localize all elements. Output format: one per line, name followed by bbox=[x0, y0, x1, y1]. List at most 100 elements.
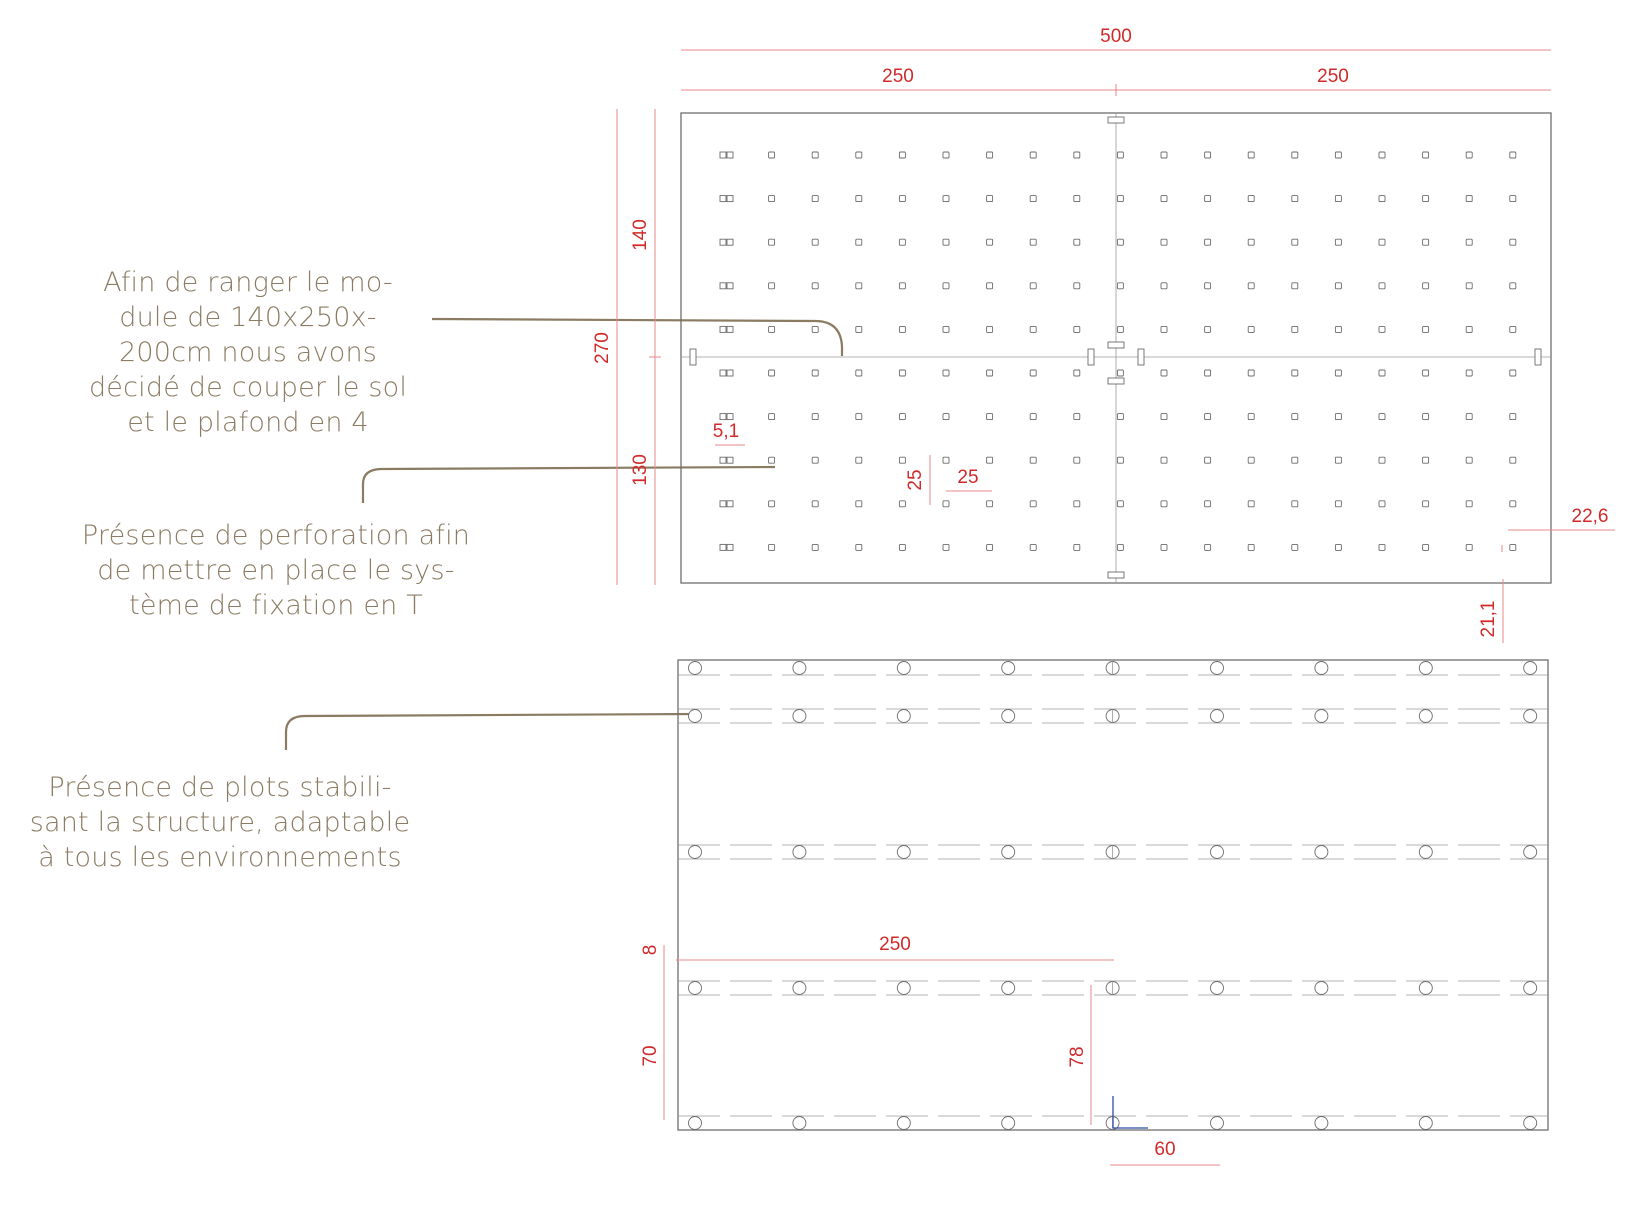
perforation-hole bbox=[811, 151, 819, 159]
perforation-hole bbox=[1465, 543, 1473, 551]
plot-row bbox=[678, 661, 1548, 676]
stabilizing-plot bbox=[1210, 981, 1224, 995]
perforation-hole bbox=[1291, 282, 1299, 290]
perforation-hole bbox=[898, 195, 906, 203]
perforation-hole bbox=[719, 325, 727, 333]
perforation-hole bbox=[1116, 543, 1124, 551]
t-fixation-tab bbox=[1107, 116, 1125, 124]
perforation-hole bbox=[768, 369, 776, 377]
perforation-hole bbox=[719, 543, 727, 551]
perforation-hole bbox=[726, 543, 734, 551]
total-width-label: 500 bbox=[1100, 26, 1132, 47]
stabilizing-plot bbox=[1523, 981, 1538, 995]
perforation-hole bbox=[1334, 543, 1342, 551]
perforation-hole bbox=[1291, 151, 1299, 159]
perforation-hole bbox=[726, 325, 734, 333]
stabilizing-plot bbox=[1001, 981, 1016, 995]
stabilizing-plot bbox=[896, 709, 911, 723]
perforation-hole bbox=[1378, 500, 1386, 508]
perforation-hole bbox=[942, 456, 950, 464]
stabilizing-plot bbox=[1418, 709, 1433, 723]
t-fixation-tab bbox=[1534, 348, 1542, 366]
bottom-dimension-lines bbox=[663, 945, 1220, 1166]
perforation-hole bbox=[898, 151, 906, 159]
perforation-hole bbox=[1029, 413, 1037, 421]
stabilizing-plot bbox=[1210, 709, 1224, 723]
perforation-hole bbox=[719, 369, 727, 377]
perforation-hole bbox=[1291, 369, 1299, 377]
perforation-hole bbox=[1073, 456, 1081, 464]
perforation-hole bbox=[811, 282, 819, 290]
perforation-hole bbox=[986, 543, 994, 551]
perforation-hole bbox=[1204, 456, 1212, 464]
perforation-hole bbox=[898, 413, 906, 421]
perforation-hole bbox=[1247, 325, 1255, 333]
perforation-hole bbox=[1247, 413, 1255, 421]
perforation-hole bbox=[942, 238, 950, 246]
perforation-hole bbox=[1465, 195, 1473, 203]
stabilizing-plot bbox=[1523, 845, 1538, 859]
perforation-hole bbox=[986, 325, 994, 333]
perforation-hole bbox=[1334, 369, 1342, 377]
perforation-hole bbox=[1247, 543, 1255, 551]
perforation-hole bbox=[768, 238, 776, 246]
perforation-hole bbox=[768, 413, 776, 421]
perforation-hole bbox=[986, 456, 994, 464]
perforation-hole bbox=[855, 151, 863, 159]
perforation-hole bbox=[1204, 500, 1212, 508]
perforation-hole bbox=[1378, 282, 1386, 290]
perforation-hole bbox=[1334, 238, 1342, 246]
stabilizing-plot bbox=[792, 1116, 807, 1130]
perforation-hole bbox=[1029, 543, 1037, 551]
perforation-hole bbox=[1116, 413, 1124, 421]
perforation-hole bbox=[811, 413, 819, 421]
perforation-hole bbox=[1378, 238, 1386, 246]
perforation-hole bbox=[726, 413, 734, 421]
bottom-half-width-label: 250 bbox=[879, 934, 911, 955]
stabilizing-plot bbox=[1314, 709, 1329, 723]
perforation-hole bbox=[726, 151, 734, 159]
perforation-hole bbox=[1378, 325, 1386, 333]
perforation-hole bbox=[942, 543, 950, 551]
perforation-hole bbox=[986, 500, 994, 508]
perforation-hole bbox=[1509, 369, 1517, 377]
perforation-hole bbox=[719, 500, 727, 508]
perforation-hole bbox=[1073, 369, 1081, 377]
perforation-hole bbox=[1334, 413, 1342, 421]
stabilizing-plot bbox=[896, 1116, 911, 1130]
perforation-hole bbox=[1422, 151, 1430, 159]
perforation-hole bbox=[1465, 369, 1473, 377]
perforation-hole bbox=[768, 500, 776, 508]
t-fixation-tab bbox=[1087, 348, 1095, 366]
perforation-hole bbox=[898, 325, 906, 333]
perforation-hole bbox=[1116, 456, 1124, 464]
stabilizing-plot bbox=[688, 709, 702, 723]
perforation-hole bbox=[1160, 238, 1168, 246]
perforation-hole bbox=[1116, 500, 1124, 508]
perforation-hole bbox=[811, 238, 819, 246]
perforation-hole bbox=[1116, 151, 1124, 159]
perforation-hole bbox=[1334, 500, 1342, 508]
perforation-hole bbox=[1029, 325, 1037, 333]
perforation-hole bbox=[1422, 325, 1430, 333]
perforation-hole bbox=[1509, 238, 1517, 246]
perforation-hole bbox=[942, 413, 950, 421]
perforation-hole bbox=[1422, 413, 1430, 421]
perforation-hole bbox=[1116, 325, 1124, 333]
perforation-hole bbox=[898, 500, 906, 508]
perforation-grid bbox=[719, 151, 1517, 551]
perforation-hole bbox=[1029, 282, 1037, 290]
stabilizing-plot bbox=[1210, 845, 1224, 859]
half-width-left-label: 250 bbox=[882, 66, 914, 87]
plot-rows bbox=[678, 661, 1548, 1130]
perforation-hole bbox=[719, 151, 727, 159]
plot-row bbox=[678, 708, 1548, 724]
perforation-hole bbox=[1465, 456, 1473, 464]
perforation-hole bbox=[726, 456, 734, 464]
perforation-hole bbox=[855, 456, 863, 464]
perforation-hole bbox=[1116, 238, 1124, 246]
perforation-hole bbox=[768, 195, 776, 203]
perforation-hole bbox=[986, 282, 994, 290]
perforation-hole bbox=[768, 543, 776, 551]
